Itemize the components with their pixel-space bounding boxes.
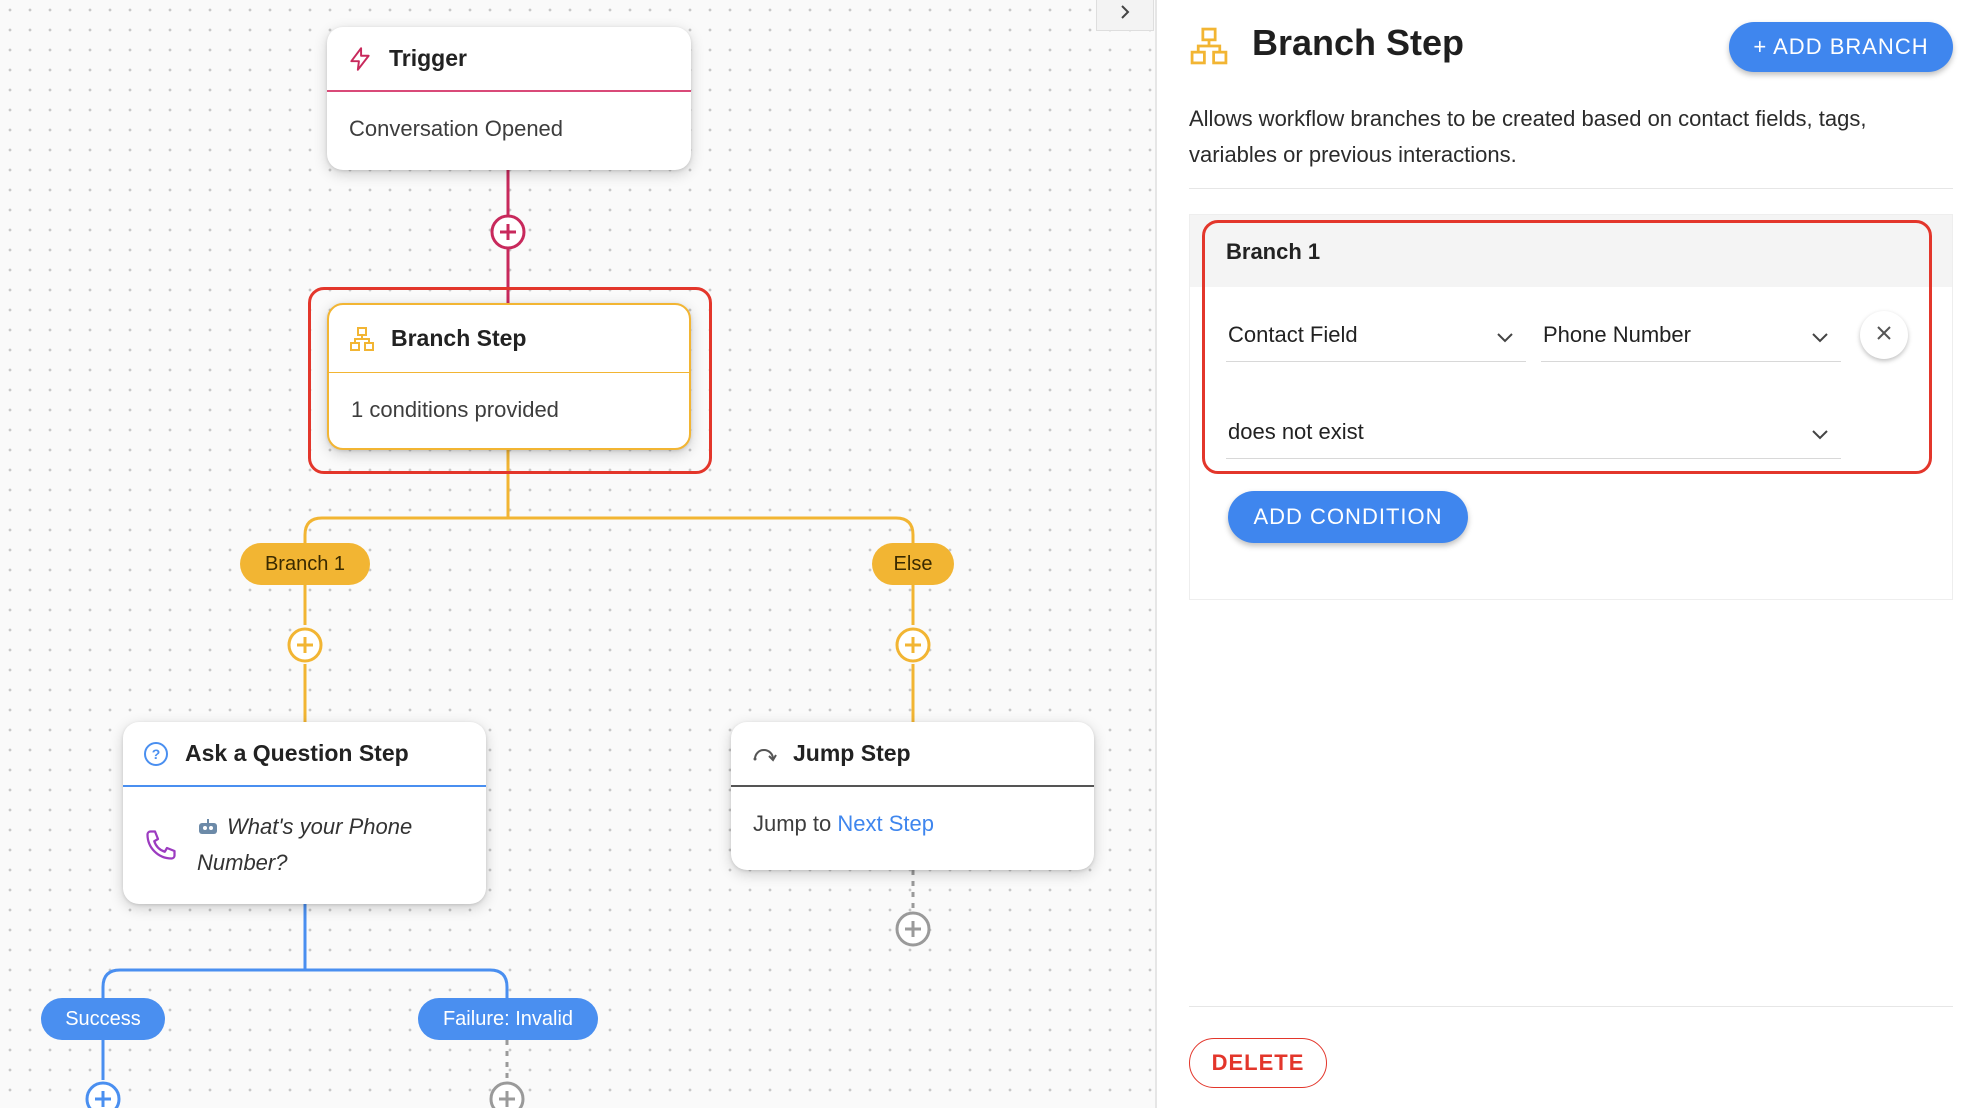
trigger-event: Conversation Opened xyxy=(349,116,564,141)
ask-question-node-header: ? Ask a Question Step xyxy=(123,722,486,787)
ask-question-text-line1: What's your Phone xyxy=(227,814,413,839)
branch-card-header[interactable] xyxy=(1190,215,1952,287)
add-step-plus-icon[interactable] xyxy=(489,213,527,251)
jump-target-link[interactable]: Next Step xyxy=(837,811,934,836)
panel-divider xyxy=(1155,0,1157,1108)
question-circle-icon: ? xyxy=(143,741,169,767)
outcome-label-success[interactable]: Success xyxy=(41,998,165,1040)
divider xyxy=(1189,188,1953,189)
branch-icon xyxy=(349,326,375,352)
robot-icon xyxy=(197,811,219,834)
ask-question-node[interactable]: ? Ask a Question Step What's your Phone … xyxy=(123,722,486,904)
panel-description: Allows workflow branches to be created b… xyxy=(1189,106,1867,167)
add-step-plus-icon[interactable] xyxy=(488,1080,526,1108)
branch-step-node-header: Branch Step xyxy=(329,305,689,373)
condition-field-type-select[interactable]: Contact Field xyxy=(1226,312,1526,362)
branch-card: Branch 1 Contact Field Phone Number does… xyxy=(1189,214,1953,600)
jump-step-summary: Jump to Next Step xyxy=(731,787,1094,837)
branch-label-branch-1[interactable]: Branch 1 xyxy=(240,543,370,585)
delete-step-button[interactable]: DELETE xyxy=(1189,1038,1327,1088)
lightning-icon xyxy=(347,46,373,72)
remove-condition-button[interactable] xyxy=(1860,311,1908,359)
ask-question-body: What's your Phone Number? xyxy=(123,787,486,904)
add-step-plus-icon[interactable] xyxy=(894,910,932,948)
branch-label-else[interactable]: Else xyxy=(872,543,954,585)
condition-field-type-value: Contact Field xyxy=(1228,322,1358,347)
branch-step-node[interactable]: Branch Step 1 conditions provided xyxy=(327,303,691,450)
branch-step-title: Branch Step xyxy=(391,325,527,351)
chevron-right-icon xyxy=(1117,4,1133,25)
condition-operator-select[interactable]: does not exist xyxy=(1226,409,1841,459)
chevron-down-icon xyxy=(1809,326,1831,348)
jump-step-node-header: Jump Step xyxy=(731,722,1094,787)
trigger-node[interactable]: Trigger Conversation Opened xyxy=(327,27,691,170)
branch-icon xyxy=(1189,26,1229,66)
svg-text:?: ? xyxy=(152,746,161,762)
trigger-title: Trigger xyxy=(389,45,467,71)
chevron-down-icon xyxy=(1494,326,1516,348)
workflow-canvas[interactable]: Trigger Conversation Opened Branch Step … xyxy=(0,0,1155,1108)
jump-arrow-icon xyxy=(751,741,777,767)
add-branch-button[interactable]: + ADD BRANCH xyxy=(1729,22,1953,72)
add-condition-button[interactable]: ADD CONDITION xyxy=(1228,491,1468,543)
branch-name: Branch 1 xyxy=(1226,239,1321,264)
jump-step-node[interactable]: Jump Step Jump to Next Step xyxy=(731,722,1094,870)
step-settings-panel: Branch Step + ADD BRANCH Allows workflow… xyxy=(1157,0,1984,1108)
collapse-panel-button[interactable] xyxy=(1096,0,1154,31)
condition-field-value: Phone Number xyxy=(1543,322,1691,347)
jump-step-prefix: Jump to xyxy=(753,811,832,836)
add-step-plus-icon[interactable] xyxy=(894,626,932,664)
add-step-plus-icon[interactable] xyxy=(84,1080,122,1108)
outcome-label-failure-invalid[interactable]: Failure: Invalid xyxy=(418,998,598,1040)
ask-question-title: Ask a Question Step xyxy=(185,740,409,766)
connector-lines xyxy=(101,170,915,1080)
branch-step-summary: 1 conditions provided xyxy=(351,397,559,422)
jump-step-title: Jump Step xyxy=(793,740,911,766)
branch-step-highlight xyxy=(308,287,712,474)
condition-field-select[interactable]: Phone Number xyxy=(1541,312,1841,362)
divider xyxy=(1189,1006,1953,1007)
condition-operator-value: does not exist xyxy=(1228,419,1364,444)
ask-question-text-line2: Number? xyxy=(197,850,288,875)
chevron-down-icon xyxy=(1809,423,1831,445)
branch-conditions-highlight xyxy=(1202,220,1932,474)
trigger-node-header: Trigger xyxy=(327,27,691,92)
phone-icon xyxy=(143,827,179,868)
close-icon xyxy=(1874,323,1894,348)
panel-title: Branch Step xyxy=(1252,22,1465,63)
add-step-plus-icon[interactable] xyxy=(286,626,324,664)
